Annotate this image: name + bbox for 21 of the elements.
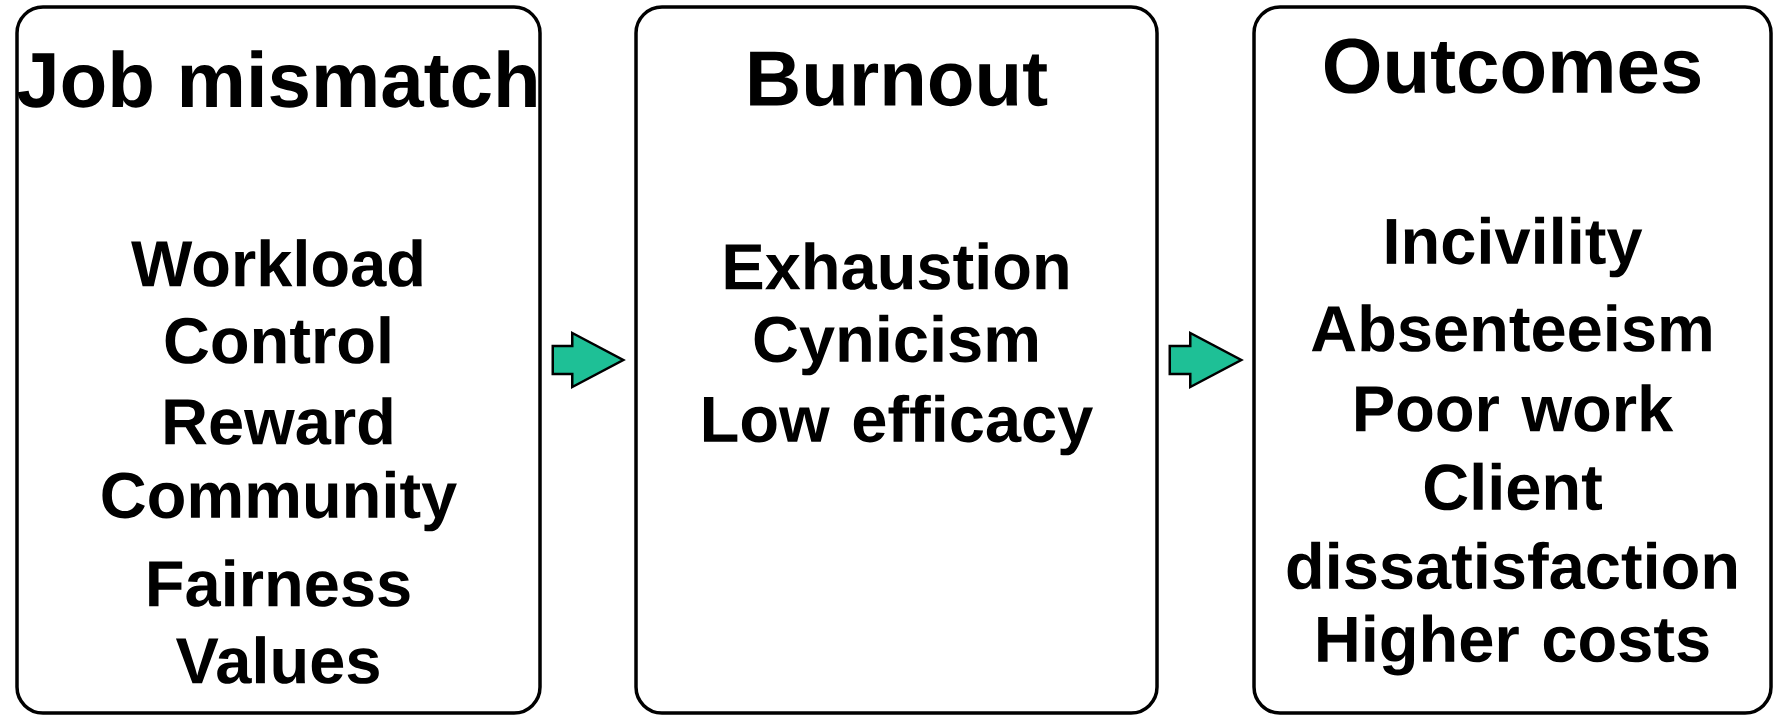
list-item: Values [175, 636, 379, 684]
box-heading: Outcomes [1325, 38, 1701, 94]
process-box [15, 5, 542, 715]
block-arrow [551, 330, 626, 390]
list-item: Client dissatisfaction [1287, 462, 1737, 590]
list-item: Cynicism [754, 314, 1037, 376]
list-item: Incivility [1386, 216, 1643, 278]
list-item: Workload [131, 239, 422, 287]
box-heading: Burnout [750, 51, 1048, 107]
list-item: Higher costs [1318, 614, 1709, 676]
list-item: Control [165, 316, 390, 364]
list-item: Exhaustion [725, 242, 1068, 290]
list-item: Reward [165, 397, 392, 445]
list-item: Absenteeism [1311, 304, 1711, 352]
process-box [634, 5, 1159, 715]
list-item: Fairness [149, 559, 410, 607]
list-item: Poor work [1356, 384, 1674, 432]
process-box [1252, 5, 1773, 715]
list-item: Low efficacy [704, 394, 1093, 456]
block-arrow [1168, 330, 1244, 390]
list-item: Community [102, 470, 457, 532]
